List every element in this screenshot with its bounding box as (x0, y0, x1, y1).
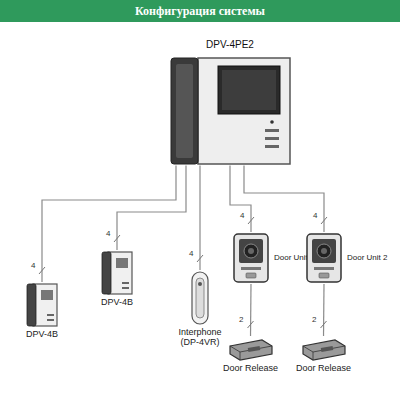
interphone-unit: Interphone (DP-4VR) (168, 270, 232, 349)
indoor-station: DPV-4B (100, 250, 134, 308)
device-label: Door Release (295, 362, 352, 374)
door-illustration (305, 232, 343, 284)
door-release: Door Release (222, 336, 279, 374)
release-illustration (299, 336, 349, 362)
station-illustration (25, 282, 59, 328)
wire-count: 2 (238, 316, 244, 324)
wire-connector (244, 166, 324, 233)
wire-count: 4 (30, 262, 36, 270)
door-unit: Door Unit 2 (305, 232, 388, 284)
wire-count-mark (114, 235, 120, 242)
indoor-monitor: DPV-4PE2 (168, 38, 292, 166)
wire-connector (230, 166, 251, 233)
indoor-station: DPV-4B (25, 282, 59, 340)
release-illustration (226, 336, 276, 362)
interphone-illustration (189, 270, 211, 326)
wire-count-mark (197, 255, 203, 262)
wire-count: 2 (311, 316, 317, 324)
header-band: Конфигурация системы (0, 0, 400, 22)
wire-count: 4 (188, 250, 194, 258)
monitor-illustration (168, 54, 292, 166)
wire-connector (250, 284, 252, 336)
wire-count-mark (248, 217, 254, 224)
wire-count: 4 (312, 212, 318, 220)
door-release: Door Release (295, 336, 352, 374)
device-label: DPV-4PE2 (205, 38, 255, 52)
device-label: Door Unit 2 (346, 252, 388, 263)
title: Конфигурация системы (135, 4, 265, 19)
station-illustration (100, 250, 134, 296)
wire-connector (323, 284, 325, 336)
wire-connector (199, 166, 200, 271)
device-label: Interphone (DP-4VR) (168, 326, 232, 349)
device-label: DPV-4B (100, 296, 134, 308)
device-label: DPV-4B (25, 328, 59, 340)
wire-count-mark (39, 267, 45, 274)
wire-count: 4 (239, 212, 245, 220)
door-illustration (232, 232, 270, 284)
device-label: Door Release (222, 362, 279, 374)
wire-count-mark (321, 217, 327, 224)
wire-count-mark (248, 321, 254, 328)
door-unit: Door Unit 1 (232, 232, 315, 284)
wire-connector (117, 166, 186, 251)
wire-count-mark (321, 321, 327, 328)
wire-count: 4 (105, 230, 111, 238)
